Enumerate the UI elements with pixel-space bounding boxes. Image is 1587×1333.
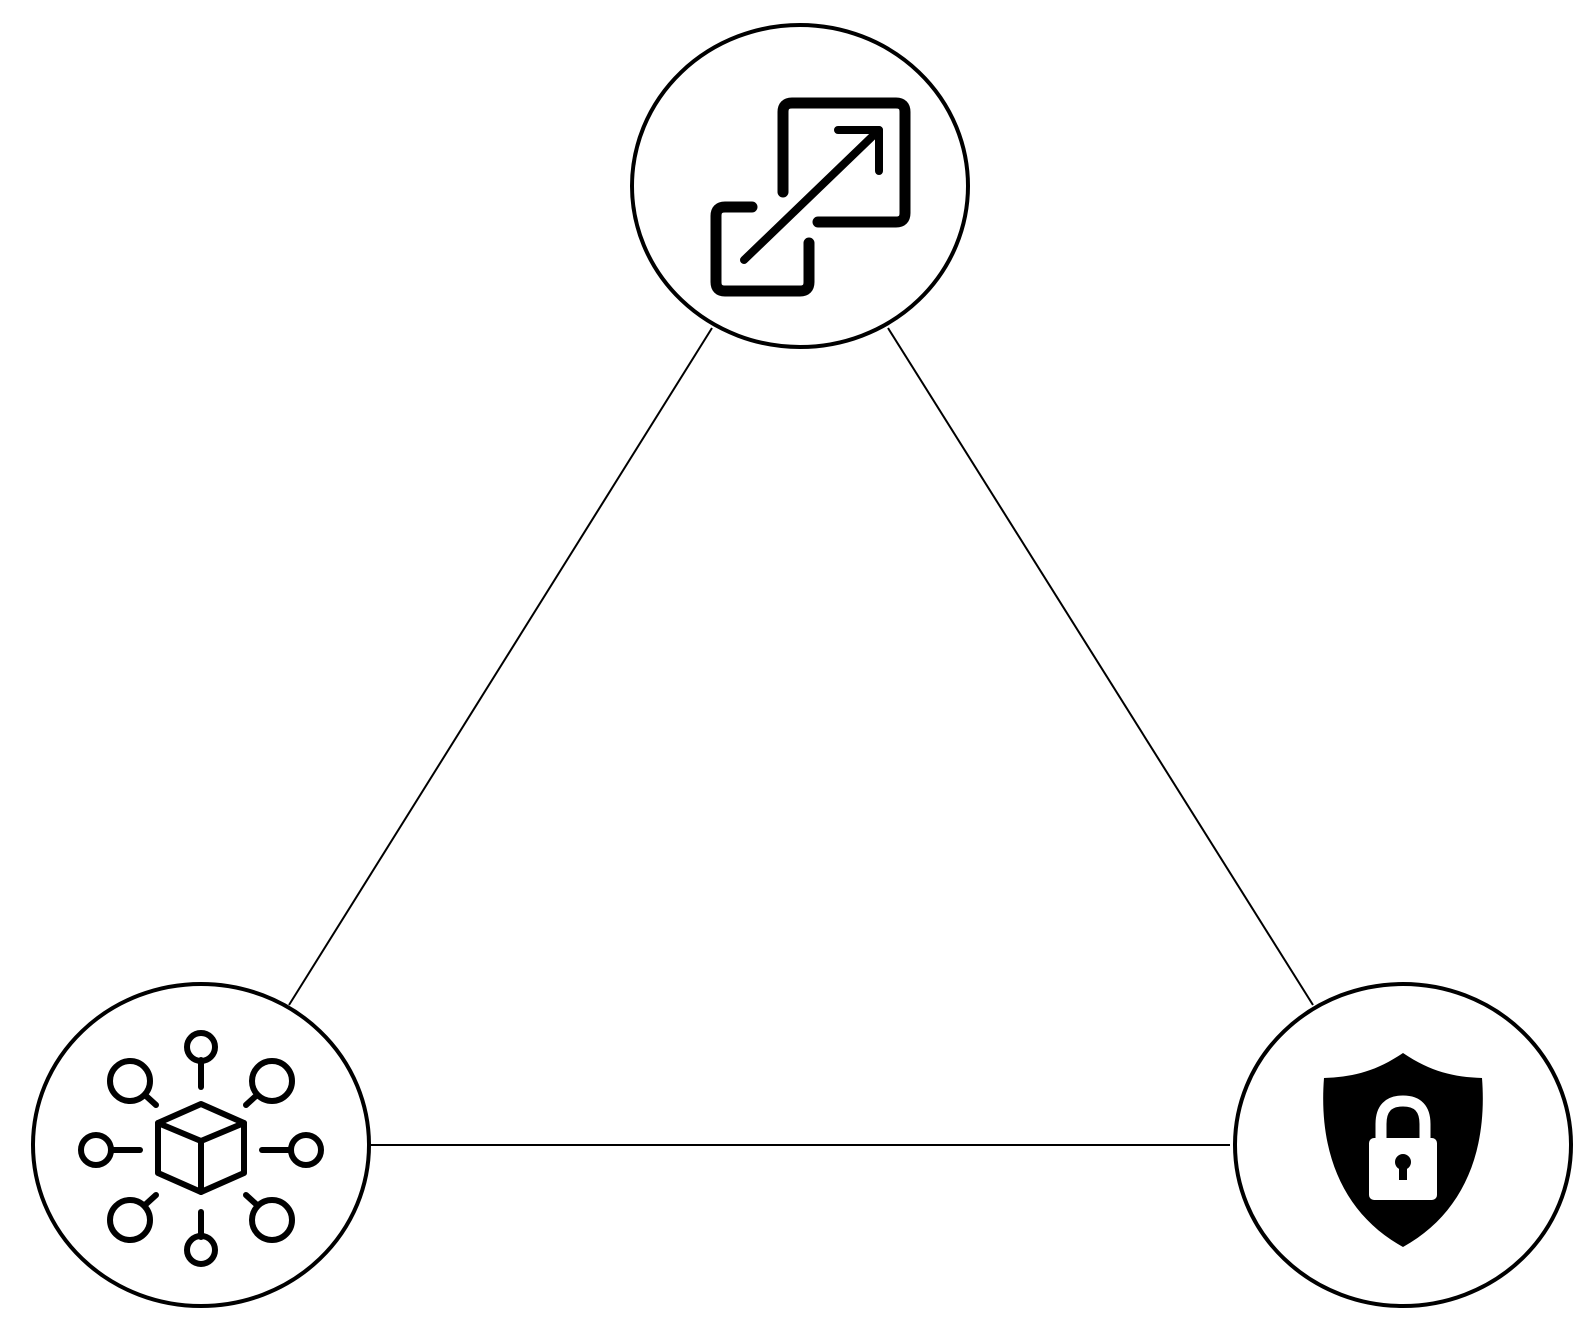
edges: [288, 327, 1314, 1146]
security-shield-lock-icon: [1323, 1053, 1483, 1247]
node-top-circle: [630, 23, 970, 349]
lock-icon: [1369, 1095, 1437, 1200]
edge-top-to-bottom-right: [887, 327, 1314, 1006]
decentralization-network-icon: [78, 1030, 324, 1267]
node-bottom-right: [1233, 982, 1573, 1308]
scalability-icon: [710, 97, 911, 297]
cube-icon: [155, 1101, 247, 1195]
edge-top-to-bottom-left: [288, 327, 713, 1006]
node-top: [630, 23, 970, 349]
node-bottom-left: [31, 982, 371, 1308]
